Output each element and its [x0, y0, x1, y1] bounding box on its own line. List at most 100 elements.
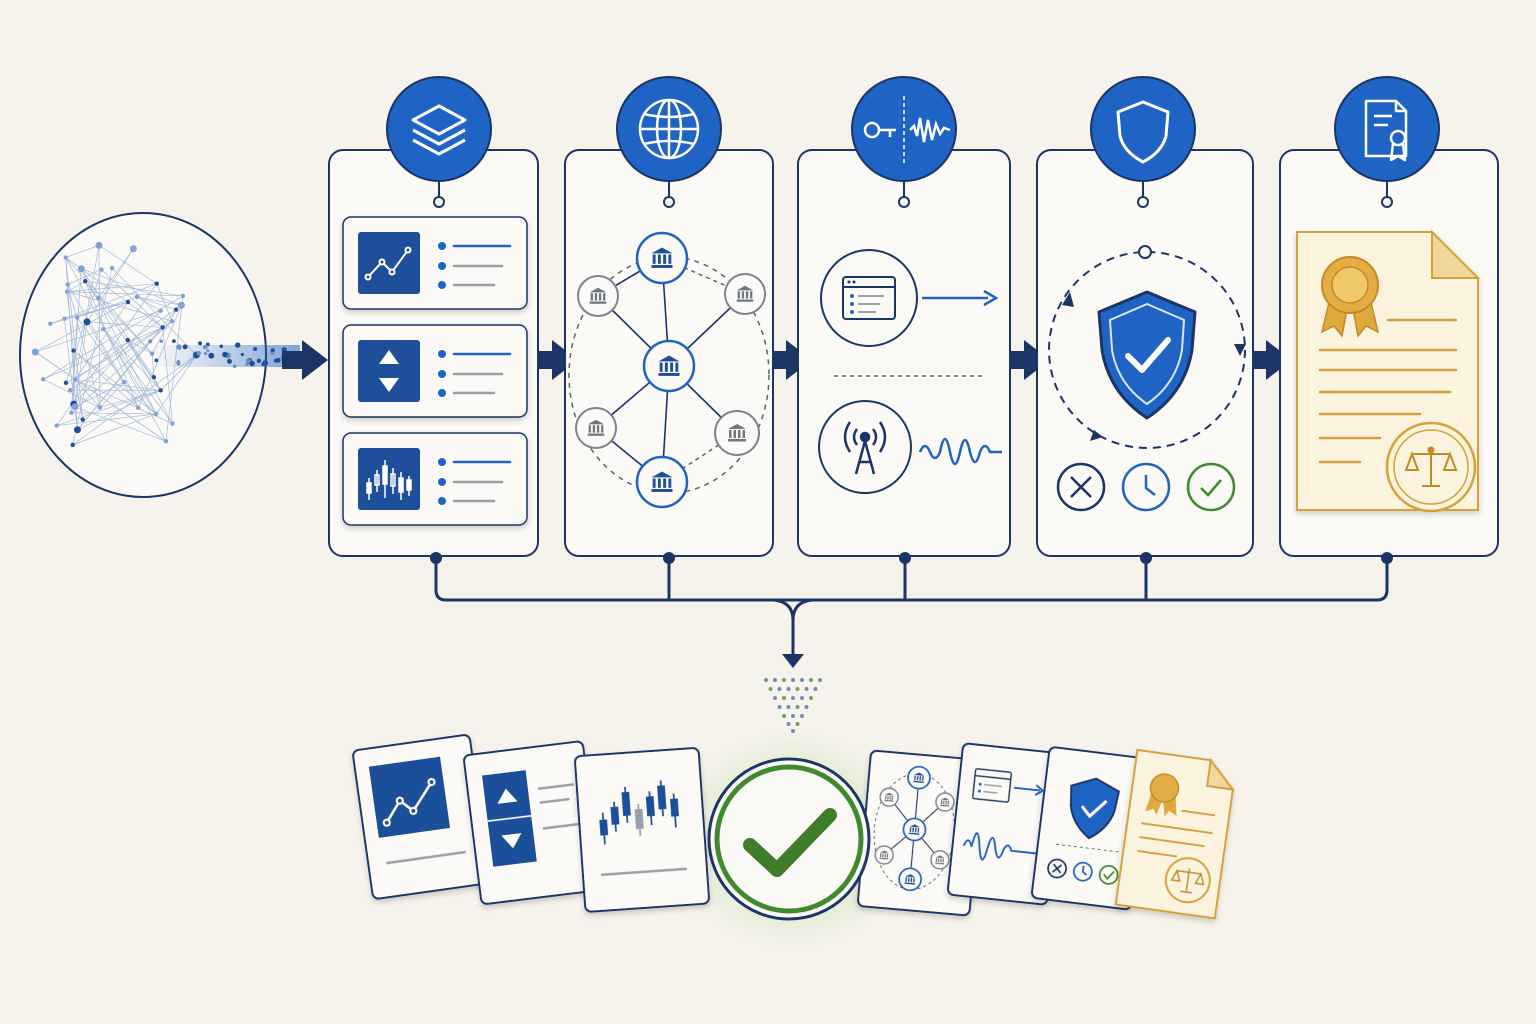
- candlestick-chart-icon: [366, 460, 412, 500]
- network-node: [73, 426, 81, 434]
- stream-particle: [232, 364, 237, 369]
- network-node: [154, 281, 159, 286]
- shield-icon: [1116, 100, 1170, 164]
- stream-particle: [226, 358, 232, 364]
- broadcast-antenna-icon: [843, 421, 887, 475]
- network-link: [74, 381, 125, 408]
- network-link: [43, 378, 101, 408]
- stream-particle: [196, 350, 201, 356]
- network-link: [75, 379, 173, 424]
- network-node: [158, 308, 163, 313]
- scales-of-justice-icon: [1385, 421, 1477, 513]
- network-node: [134, 294, 140, 300]
- network-node: [173, 307, 179, 312]
- network-link: [162, 327, 173, 424]
- network-node: [72, 377, 78, 382]
- stream-particle: [198, 341, 203, 346]
- network-link: [67, 283, 157, 292]
- stream-particle: [256, 358, 261, 363]
- network-link: [86, 248, 134, 323]
- network-node: [65, 282, 70, 287]
- funnel-dot: [795, 722, 800, 726]
- network-node: [125, 299, 131, 305]
- funnel-dot: [786, 722, 791, 726]
- funnel-dot: [800, 678, 804, 682]
- network-node: [97, 405, 103, 410]
- network-link: [72, 413, 157, 446]
- data-source-network: [19, 212, 300, 498]
- network-node: [158, 388, 163, 393]
- stream-particle: [240, 352, 244, 357]
- funnel-dot: [782, 678, 786, 682]
- network-node: [48, 321, 53, 326]
- candlestick-card: [574, 747, 710, 913]
- network-node: [95, 241, 103, 249]
- funnel-dot: [782, 696, 786, 700]
- stream-particle: [261, 362, 265, 366]
- network-link: [111, 267, 197, 356]
- stream-particle: [159, 339, 163, 343]
- network-link: [67, 284, 125, 383]
- network-link: [136, 296, 161, 312]
- layers-icon: [411, 104, 467, 156]
- network-link: [74, 406, 167, 442]
- stage-security-content: [1048, 245, 1246, 512]
- stream-particle: [273, 358, 278, 363]
- network-link: [56, 389, 161, 426]
- stream-particle: [154, 358, 159, 363]
- network-node: [109, 265, 115, 271]
- funnel-dot: [804, 687, 809, 691]
- network-link: [73, 350, 139, 408]
- network-node: [70, 442, 75, 448]
- stage-panel-signal: [797, 149, 1011, 557]
- network-link: [71, 317, 78, 413]
- bank-network-icon: [568, 231, 770, 509]
- funnel-dot: [791, 678, 795, 682]
- stream-particle: [219, 344, 224, 349]
- network-link: [136, 296, 182, 306]
- funnel-dot: [773, 696, 777, 700]
- network-node: [136, 405, 141, 410]
- reject-icon: [1056, 462, 1106, 512]
- network-link: [98, 245, 101, 408]
- network-link: [35, 351, 167, 442]
- funnel-dot: [804, 705, 809, 709]
- network-node: [96, 295, 101, 301]
- browser-waveform-card: [947, 742, 1064, 906]
- network-node: [163, 439, 169, 444]
- funnel-dot: [768, 687, 773, 691]
- stage-header-network: [616, 76, 722, 208]
- network-link: [84, 280, 99, 299]
- network-node: [177, 301, 185, 309]
- stream-particle: [182, 344, 188, 350]
- network-node: [169, 318, 175, 324]
- funnel-dot: [773, 678, 777, 682]
- stage-header-signal: [851, 76, 957, 208]
- network-link: [35, 310, 161, 353]
- stream-particle: [202, 344, 208, 350]
- network-link: [70, 320, 173, 391]
- award-ribbon-icon: [1320, 256, 1380, 338]
- network-node: [160, 325, 165, 330]
- network-link: [65, 257, 167, 442]
- funnel-dot: [782, 714, 786, 718]
- network-node: [31, 348, 39, 356]
- network-link: [64, 301, 129, 320]
- result-cards: [352, 730, 1236, 950]
- network-link: [81, 268, 155, 378]
- network-link: [74, 321, 88, 407]
- network-link: [156, 283, 173, 322]
- browser-window-icon: [842, 276, 896, 320]
- network-node: [75, 315, 80, 320]
- stage-header-data: [386, 76, 492, 208]
- success-checkmark-icon: [707, 757, 871, 921]
- network-link: [86, 321, 163, 328]
- stream-particle: [270, 348, 275, 353]
- network-link: [86, 321, 139, 408]
- stream-particle: [253, 346, 258, 351]
- funnel-dot: [809, 696, 813, 700]
- merge-bus: [434, 560, 1389, 655]
- line-chart-card: [352, 734, 491, 900]
- stream-particle: [208, 352, 215, 359]
